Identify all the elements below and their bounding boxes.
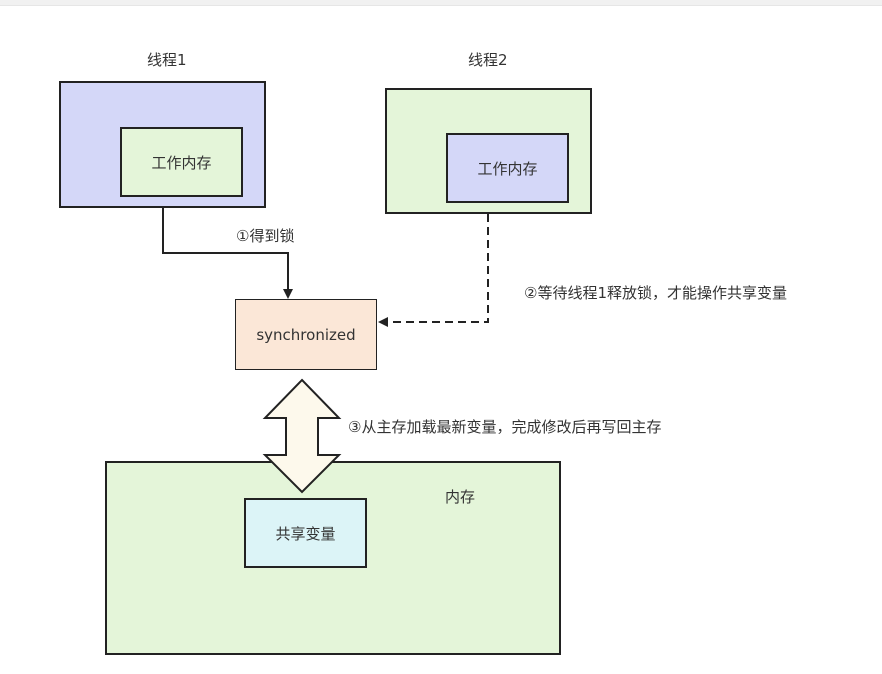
thread1-title: 线程1 (147, 51, 187, 69)
edge-step1-label: ①得到锁 (236, 227, 295, 245)
edge-step3-label: ③从主存加载最新变量，完成修改后再写回主存 (348, 418, 662, 436)
thread2-title: 线程2 (468, 51, 508, 69)
edge-step2-label: ②等待线程1释放锁，才能操作共享变量 (524, 284, 787, 302)
edge-step1-arrow (162, 208, 293, 299)
top-divider (0, 0, 882, 6)
thread2-working-memory: 工作内存 (446, 133, 569, 203)
synchronized-box: synchronized (235, 299, 377, 370)
thread1-working-memory: 工作内存 (120, 127, 243, 197)
edge-step2-arrow (378, 214, 489, 327)
shared-variable-box: 共享变量 (244, 498, 367, 568)
main-memory-title: 内存 (445, 488, 476, 506)
edge-step3-double-arrow (262, 378, 342, 494)
